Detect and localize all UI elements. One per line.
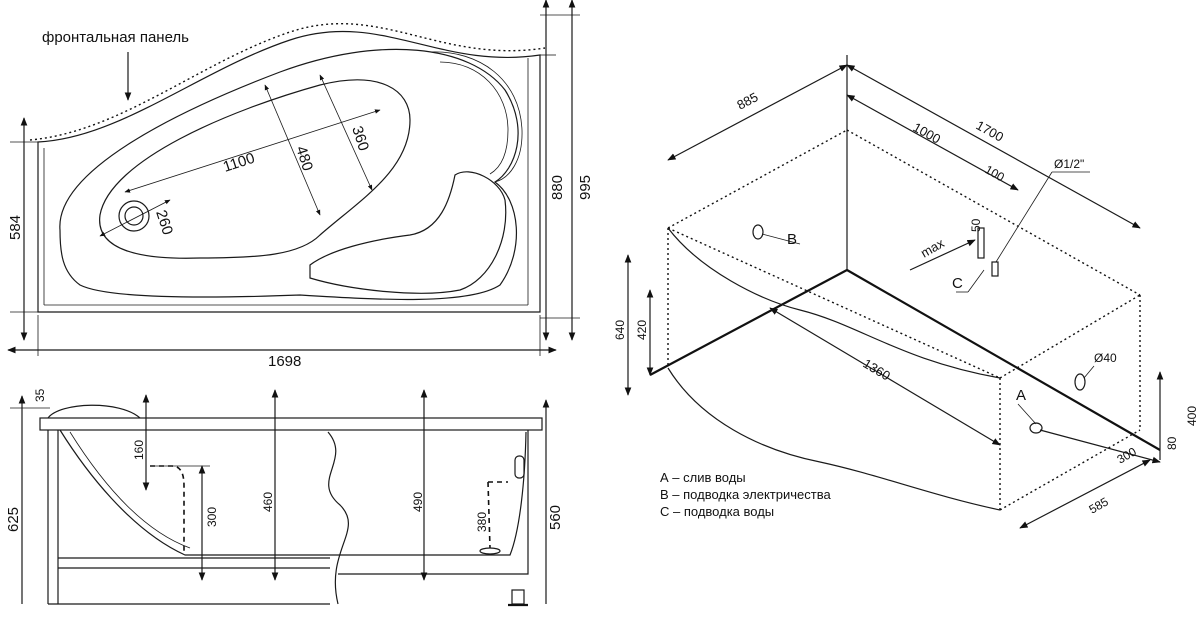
iso-front-bottom: [999, 429, 1141, 511]
dim-160-text: 160: [132, 440, 146, 460]
marker-b: B: [787, 231, 797, 248]
legend-item-a: А – слив воды: [660, 470, 746, 485]
dim-line-585: [1019, 459, 1151, 529]
dim-line-drain: [99, 199, 171, 237]
tub-profile: [59, 429, 527, 556]
dim-line-885: [667, 64, 848, 161]
legend-item-b: В – подводка электричества: [660, 487, 831, 502]
iso-view: 885 1000 1700 100 Ø1/2" 50 max 640 420 1…: [613, 55, 1199, 529]
inner-profile: [69, 431, 191, 549]
max-arrow: [909, 239, 976, 271]
dim-640-text: 640: [613, 320, 627, 340]
headrest-curve-inner: [439, 61, 509, 175]
dim-300-iso-text: 300: [1115, 444, 1140, 466]
dim-100-text: 100: [983, 162, 1008, 184]
dim-560-text: 560: [547, 505, 564, 530]
headrest-profile: [47, 404, 141, 419]
drain-fitting: [479, 547, 501, 555]
front-panel-curve: [29, 23, 546, 141]
iso-back-right-bottom: [846, 269, 1161, 451]
dim-460-text: 460: [261, 492, 275, 512]
drain-pipe-right: [487, 481, 491, 549]
dim-line-1360: [769, 307, 1001, 446]
iso-front-left-top: [667, 227, 1001, 379]
iso-back-left-top: [667, 129, 848, 229]
dim-pipe-text: Ø1/2": [1054, 157, 1084, 171]
iso-back-left-bottom: [649, 269, 848, 376]
marker-a: A: [1016, 387, 1026, 404]
break-line: [327, 431, 350, 605]
dim-885-text: 885: [734, 89, 760, 112]
basin-seat-outline: [309, 171, 507, 294]
fitting-a: [1029, 422, 1043, 434]
side-view: 625 35 160 300 460 490 380 560: [5, 388, 564, 607]
dim-inner-width-text: 480: [292, 144, 316, 173]
dim-rim-text: 35: [33, 388, 47, 402]
front-panel-label: фронтальная панель: [42, 29, 189, 46]
marker-b-leader: [761, 233, 801, 245]
iso-back-right-top: [846, 129, 1141, 296]
legend-item-c: С – подводка воды: [660, 504, 774, 519]
headrest-curve: [429, 51, 523, 183]
dim-inner-length-text: 1100: [221, 150, 257, 176]
dim-1700-text: 1700: [974, 118, 1007, 145]
dim-line-1700: [846, 64, 1141, 229]
drain-inner-circle: [124, 206, 144, 226]
basin-outline: [59, 48, 519, 301]
label-max: max: [918, 235, 947, 261]
marker-a-leader: [1017, 403, 1037, 425]
tub-outer-rim: [37, 31, 541, 313]
overflow-fitting: [514, 455, 525, 479]
top-view: 1100 480 360 260 фронтальная панель 1698…: [7, 0, 594, 370]
iso-front-right-top: [999, 294, 1141, 379]
dim-50-text: 50: [969, 218, 983, 232]
dim-1360-text: 1360: [860, 356, 893, 384]
dim-490-text: 490: [411, 492, 425, 512]
iso-panel-top-curve: [667, 227, 1001, 379]
dim-length-text: 1698: [268, 353, 301, 370]
fitting-d40: [1074, 373, 1086, 391]
dim-line-300-iso: [1039, 429, 1161, 464]
drain-outer-circle: [118, 200, 150, 232]
dim-380-text: 380: [475, 512, 489, 532]
dim-right-inner-text: 880: [549, 175, 566, 200]
dim-line-head-width: [319, 74, 373, 191]
dim-420-text: 420: [635, 320, 649, 340]
dim-head-width-text: 360: [348, 124, 372, 153]
dim-d40-text: Ø40: [1094, 351, 1117, 365]
dim-left-height-text: 584: [7, 215, 24, 240]
d40-leader: [1083, 365, 1095, 379]
dim-right-outer-text: 995: [577, 175, 594, 200]
drain-pipe-left: [150, 465, 185, 552]
fitting-c-right: [991, 261, 999, 277]
dim-300-text: 300: [205, 507, 219, 527]
dim-1000-text: 1000: [911, 120, 944, 147]
marker-c: C: [952, 275, 963, 292]
marker-c-leader-2: [967, 269, 985, 293]
dim-line-inner-width: [264, 84, 321, 216]
dim-drain-text: 260: [152, 208, 176, 237]
legend: А – слив воды В – подводка электричества…: [660, 470, 831, 519]
fitting-b: [752, 224, 764, 240]
pipe-leader: [995, 171, 1053, 263]
dim-400-text: 400: [1185, 406, 1199, 426]
panel-right: [338, 430, 529, 575]
iso-panel-bottom-curve: [667, 367, 1001, 511]
basin-inner-outline: [99, 79, 411, 259]
dim-total-height-text: 625: [5, 507, 22, 532]
side-rim: [39, 417, 543, 431]
dim-80-text: 80: [1165, 436, 1179, 450]
dim-585-text: 585: [1087, 494, 1112, 516]
foot: [511, 589, 525, 605]
